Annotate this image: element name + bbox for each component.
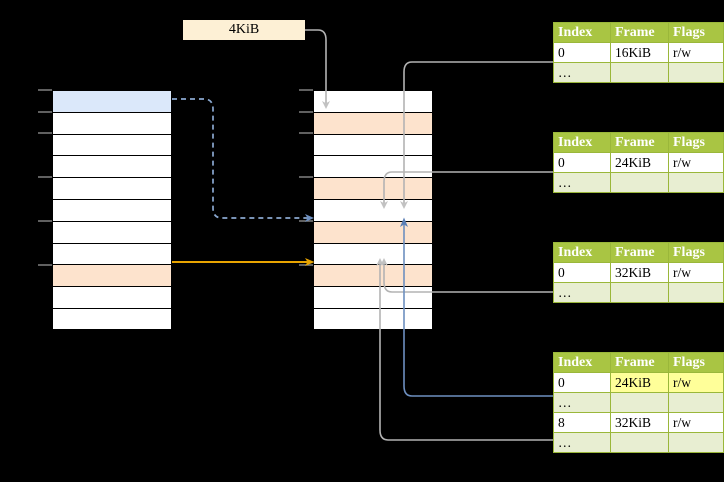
memory-row xyxy=(52,264,172,287)
table-cell xyxy=(610,172,669,193)
memory-row xyxy=(52,242,172,265)
memory-row xyxy=(313,155,433,178)
table-cell: 32KiB xyxy=(610,262,669,283)
table-cell xyxy=(610,392,669,413)
column-header-index: Index xyxy=(553,132,611,153)
table-cell: 8 xyxy=(553,412,611,433)
memory-row xyxy=(313,198,433,221)
memory-row xyxy=(52,133,172,156)
left-column-ticks xyxy=(38,89,52,266)
table-row: … xyxy=(553,62,724,83)
table-cell: … xyxy=(553,392,611,413)
table-cell: … xyxy=(553,62,611,83)
memory-row xyxy=(52,220,172,243)
table-row: … xyxy=(553,282,724,303)
table-cell: … xyxy=(553,172,611,193)
table-cell: r/w xyxy=(668,42,724,63)
memory-row xyxy=(52,111,172,134)
column-header-flags: Flags xyxy=(668,242,724,263)
column-header-flags: Flags xyxy=(668,22,724,43)
table-cell: 32KiB xyxy=(610,412,669,433)
memory-row xyxy=(52,307,172,330)
memory-row xyxy=(313,133,433,156)
table-cell: … xyxy=(553,432,611,453)
size-label-4kib: 4KiB xyxy=(183,20,305,40)
table-cell xyxy=(668,62,724,83)
table-cell xyxy=(668,282,724,303)
table-cell xyxy=(668,392,724,413)
table-row: … xyxy=(553,172,724,193)
table-cell: 24KiB xyxy=(610,372,669,393)
wire-virtual-page-to-frame-dashed xyxy=(172,98,314,222)
column-header-frame: Frame xyxy=(610,242,669,263)
virtual-address-space-column xyxy=(52,90,172,330)
table-cell: r/w xyxy=(668,412,724,433)
table-cell: r/w xyxy=(668,262,724,283)
memory-row xyxy=(313,90,433,112)
table-cell: 0 xyxy=(553,42,611,63)
memory-row xyxy=(313,111,433,134)
table-cell: 16KiB xyxy=(610,42,669,63)
memory-row xyxy=(313,286,433,308)
memory-row xyxy=(313,220,433,243)
memory-row xyxy=(52,155,172,178)
table-cell: … xyxy=(553,282,611,303)
memory-row xyxy=(313,242,433,265)
table-cell xyxy=(610,62,669,83)
memory-row xyxy=(52,90,172,112)
physical-memory-column xyxy=(313,90,433,330)
column-header-frame: Frame xyxy=(610,352,669,373)
table-cell xyxy=(668,172,724,193)
column-header-index: Index xyxy=(553,242,611,263)
column-header-flags: Flags xyxy=(668,352,724,373)
table-cell: 0 xyxy=(553,262,611,283)
memory-row xyxy=(52,177,172,199)
column-header-frame: Frame xyxy=(610,22,669,43)
memory-row xyxy=(313,177,433,199)
table-row: … xyxy=(553,432,724,453)
column-header-index: Index xyxy=(553,22,611,43)
memory-row xyxy=(52,198,172,221)
middle-column-ticks xyxy=(299,89,313,266)
table-cell: r/w xyxy=(668,372,724,393)
column-header-flags: Flags xyxy=(668,132,724,153)
memory-row xyxy=(313,307,433,330)
column-header-index: Index xyxy=(553,352,611,373)
table-cell xyxy=(668,432,724,453)
memory-row xyxy=(313,264,433,287)
column-header-frame: Frame xyxy=(610,132,669,153)
table-cell: r/w xyxy=(668,152,724,173)
table-cell: 0 xyxy=(553,152,611,173)
table-cell: 24KiB xyxy=(610,152,669,173)
memory-row xyxy=(52,286,172,308)
table-row: … xyxy=(553,392,724,413)
table-cell xyxy=(610,432,669,453)
table-cell xyxy=(610,282,669,303)
table-cell: 0 xyxy=(553,372,611,393)
